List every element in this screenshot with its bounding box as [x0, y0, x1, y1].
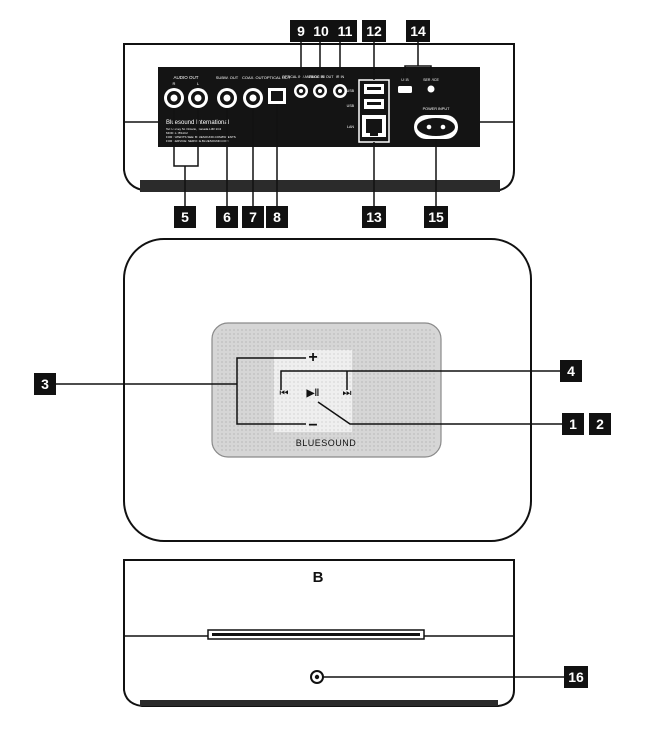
- rca-jack-coax: [243, 88, 263, 108]
- callout-12: 12: [362, 20, 386, 42]
- label-trigger: TRIGGER OUT: [309, 75, 335, 79]
- fine-print-1: Tel: Harvey St. Ontario, Canada L3R 1C4: [166, 127, 221, 131]
- label-usb-mid: USB: [347, 104, 355, 108]
- rear-leader-lines: [173, 38, 437, 206]
- rca-jack-subwoofer: [217, 88, 237, 108]
- optical-in-jack: [294, 84, 308, 98]
- callout-8: 8: [266, 206, 288, 228]
- callout-14: 14: [406, 20, 430, 42]
- volume-down-symbol[interactable]: −: [308, 417, 317, 434]
- label-lan: LAN: [347, 125, 354, 129]
- fine-print-3: FOR PATENTS SEE: BLUESOUND.COM/PATENTS: [166, 135, 236, 139]
- callout-9: 9: [290, 20, 312, 42]
- rca-jack-r: [164, 88, 184, 108]
- volume-up-symbol[interactable]: +: [308, 349, 317, 366]
- top-panel: + − ⏮ ▶‖ ⏭ BLUESOUND: [123, 238, 532, 542]
- previous-icon[interactable]: ⏮: [280, 388, 289, 399]
- callout-11: 11: [333, 20, 357, 42]
- ir-in-jack: [333, 84, 347, 98]
- top-leader-lines: [56, 357, 562, 425]
- play-pause-icon[interactable]: ▶‖: [306, 388, 320, 399]
- callout-7: 7: [242, 206, 264, 228]
- label-audio-out: AUDIO OUT: [173, 75, 198, 80]
- callout-1: 1: [562, 413, 584, 435]
- rear-panel-base: [140, 180, 500, 192]
- label-coax: COAX. OUT: [242, 75, 265, 80]
- callout-13: 13: [362, 206, 386, 228]
- rear-panel: AUDIO OUT R L SUBW. OUT COAX. OUT OPTICA…: [123, 43, 515, 192]
- label-audio-out-l: L: [197, 81, 200, 86]
- front-panel: B: [123, 559, 515, 707]
- fine-print-2: MODEL: BS1C2: [166, 131, 188, 135]
- label-subwoofer: SUBW. OUT: [216, 75, 239, 80]
- label-optical-out: OPTICAL OUT: [264, 75, 291, 80]
- label-audio-out-r: R: [173, 81, 176, 86]
- next-icon[interactable]: ⏭: [343, 388, 352, 399]
- callout-15: 15: [424, 206, 448, 228]
- trigger-out-jack: [313, 84, 327, 98]
- service-button: [427, 85, 435, 93]
- label-power: POWER INPUT: [423, 107, 450, 111]
- brand-logo: BLUESOUND: [296, 438, 357, 448]
- callout-4: 4: [560, 360, 582, 382]
- callout-6: 6: [216, 206, 238, 228]
- callout-2: 2: [589, 413, 611, 435]
- callout-3: 3: [34, 373, 56, 395]
- service-usb-port: [398, 86, 412, 93]
- callout-10: 10: [309, 20, 333, 42]
- label-usb-top: USB: [347, 89, 355, 93]
- callout-16: 16: [564, 666, 588, 688]
- label-optical-in: OPTICAL IN / ANALOG IN: [282, 75, 325, 79]
- rca-jack-l: [188, 88, 208, 108]
- callout-5: 5: [174, 206, 196, 228]
- front-logo-icon: B: [313, 569, 324, 586]
